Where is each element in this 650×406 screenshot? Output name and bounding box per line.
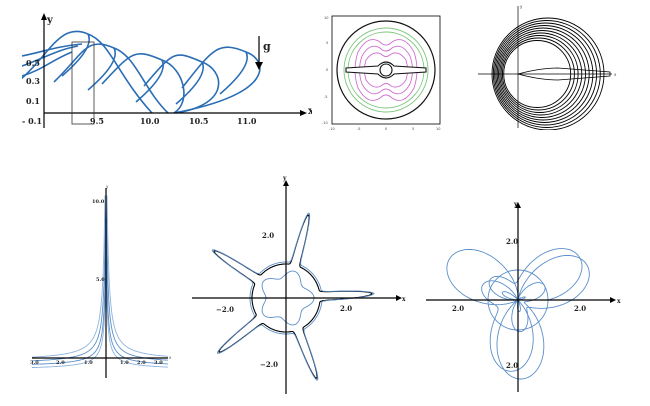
wave-crest-3 (101, 52, 185, 114)
wave-curves (22, 30, 261, 114)
x-tick-10-0: 10.0 (140, 116, 160, 126)
gravity-arrow-head (255, 62, 263, 70)
x-axis-label: x (617, 298, 621, 305)
x-tick-10-5: 10.5 (189, 116, 208, 126)
y-tick-0-5: 0.5 (26, 58, 40, 68)
tick-up: 2.0 (262, 231, 274, 240)
wave-left-3 (22, 43, 83, 57)
spike-curve-1 (32, 249, 168, 368)
x-axis-arrow (396, 295, 402, 301)
y-tick-neg5: -5 (324, 95, 328, 99)
panel-spike: y x 10.0 5.0 3.0 2.0 1.0 1.0 2.0 3.0 (28, 180, 176, 385)
x-tick-l2: 2.0 (56, 360, 65, 366)
magenta-contour-1 (354, 39, 418, 101)
spike-curve-4 (32, 195, 169, 358)
x-tick-l3: 3.0 (30, 360, 39, 366)
y-tick-0: 0 (326, 68, 328, 72)
y-axis-label: y (46, 15, 54, 26)
tick-up: 2.0 (506, 237, 518, 246)
star-curves (211, 212, 375, 381)
y-axis-arrow (515, 202, 521, 208)
x-axis-arrow (300, 110, 307, 116)
wave-left-1 (22, 51, 73, 77)
x-tick-r3: 3.0 (154, 360, 163, 366)
panel-star: y x 2.0 −2.0 −2.0 2.0 (186, 172, 410, 397)
x-axis-label: x (614, 72, 617, 77)
x-axis-arrow (610, 297, 616, 303)
tick-left: 2.0 (452, 304, 464, 313)
x-axis-label: x (402, 296, 406, 303)
star-curve-2 (211, 212, 375, 381)
tick-down: 2.0 (506, 361, 518, 370)
green-contour-1 (343, 27, 429, 113)
y-axis-label: y (282, 175, 287, 182)
x-tick-9-5: 9.5 (90, 116, 104, 126)
x-tick-r2: 2.0 (137, 360, 146, 366)
x-tick-l1: 1.0 (84, 360, 93, 366)
star-figure: y x 2.0 −2.0 −2.0 2.0 (192, 175, 406, 394)
tick-right: 2.0 (340, 304, 352, 313)
wave-crest-1 (22, 30, 153, 114)
g-label: g (263, 40, 271, 53)
wave-crest-2 (53, 43, 169, 114)
y-axis-label: y (513, 201, 518, 208)
x-tick-neg5: -5 (357, 127, 361, 131)
spike-curve-2 (31, 208, 168, 365)
y-tick-0-1: 0.1 (26, 96, 40, 106)
contour-figure: -10 -5 0 5 10 10 5 0 -5 -10 (322, 15, 441, 131)
y-axis-arrow (41, 13, 47, 20)
panel-circles: x y (470, 2, 620, 130)
y-tick-5: 5.0 (96, 277, 105, 283)
x-axis-label: x (308, 106, 312, 117)
y-tick-5: 5 (326, 41, 328, 45)
waves-figure: g x y 0.5 0.3 0.1 - 0.1 9.5 10.0 10.5 11… (22, 13, 312, 128)
tick-down: −2.0 (260, 360, 278, 369)
plot-frame (331, 15, 441, 125)
panel-waves: g x y 0.5 0.3 0.1 - 0.1 9.5 10.0 10.5 11… (22, 10, 312, 135)
tick-left: −2.0 (216, 305, 234, 314)
y-tick-neg-0-1: - 0.1 (22, 116, 42, 126)
y-tick-10: 10 (324, 16, 328, 20)
x-tick-neg10: -10 (329, 127, 335, 131)
panel-rosette: y x 2.0 2.0 2.0 2.0 (420, 196, 626, 396)
y-tick-10: 10.0 (92, 199, 105, 205)
star-curve-1 (213, 214, 373, 379)
x-axis-label: x (169, 355, 172, 360)
body-shape (516, 67, 611, 81)
tick-right: 2.0 (574, 304, 586, 313)
x-tick-11-0: 11.0 (237, 116, 257, 126)
wave-left-2 (22, 45, 79, 67)
center-hub (379, 63, 393, 77)
x-tick-10: 10 (436, 127, 440, 131)
magenta-contour-3 (364, 52, 408, 88)
y-axis-label: y (106, 184, 109, 189)
x-tick-5: 5 (412, 127, 414, 131)
rosette-figure: y x 2.0 2.0 2.0 2.0 (426, 201, 621, 392)
panel-contour: -10 -5 0 5 10 10 5 0 -5 -10 (318, 12, 444, 132)
circles-figure: x y (478, 4, 617, 130)
x-tick-0: 0 (385, 127, 387, 131)
wave-crest-5 (173, 46, 261, 114)
y-axis-label: y (520, 4, 523, 9)
y-tick-0-3: 0.3 (26, 76, 40, 86)
spike-figure: y x 10.0 5.0 3.0 2.0 1.0 1.0 2.0 3.0 (30, 184, 172, 378)
magenta-contour-2 (359, 45, 413, 95)
outer-circle (336, 20, 436, 120)
y-axis-arrow (283, 180, 289, 186)
x-tick-r1: 1.0 (120, 360, 129, 366)
zoom-rectangle (71, 41, 95, 125)
y-tick-neg10: -10 (322, 121, 328, 125)
